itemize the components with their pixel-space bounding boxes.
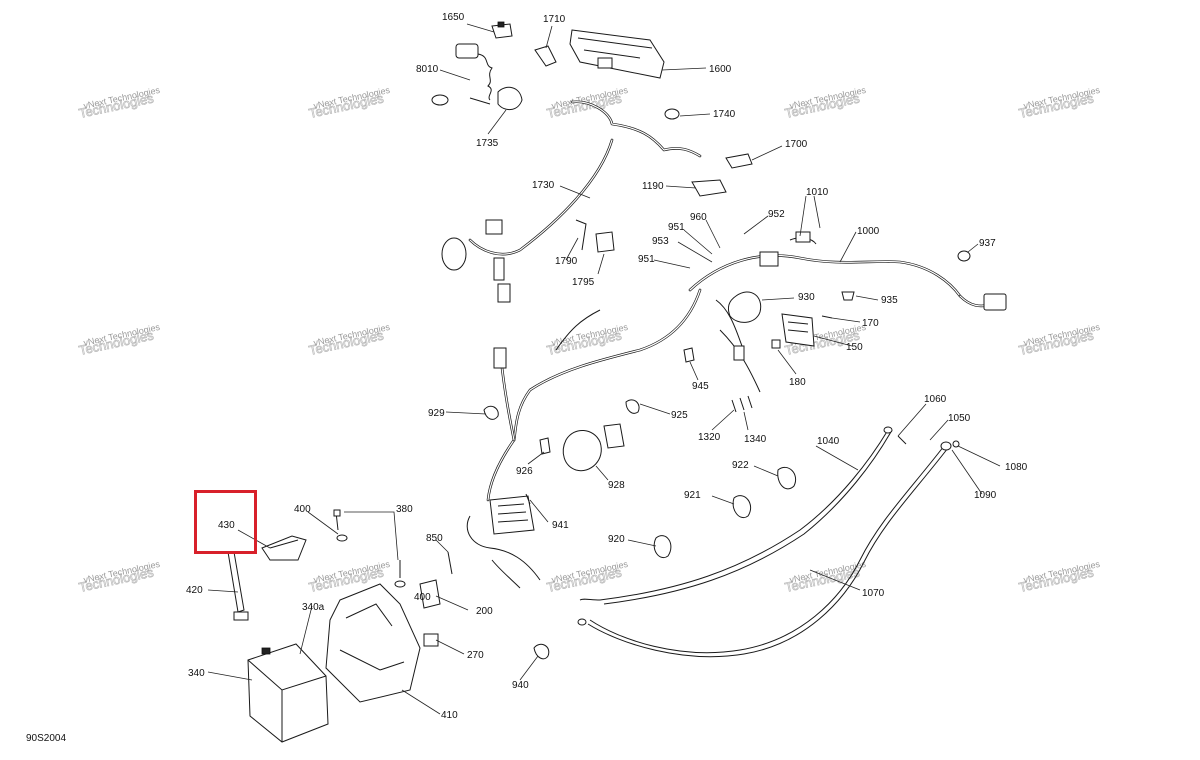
callout-1710: 1710 (543, 14, 566, 25)
callout-8010: 8010 (416, 64, 439, 75)
callout-1010: 1010 (806, 187, 829, 198)
callout-930: 930 (798, 292, 815, 303)
callout-1740: 1740 (713, 109, 736, 120)
callout-1090: 1090 (974, 490, 997, 501)
callout-1700: 1700 (785, 139, 808, 150)
callout-940: 940 (512, 680, 529, 691)
callout-960: 960 (690, 212, 707, 223)
leader-lines (207, 23, 1001, 715)
callout-1190: 1190 (642, 181, 664, 192)
callout-926: 926 (516, 466, 533, 477)
callout-937: 937 (979, 238, 996, 249)
callout-410: 410 (441, 710, 458, 721)
callout-1040: 1040 (817, 436, 840, 447)
callout-labels: 1650 1710 8010 1600 1735 1740 1700 1730 … (186, 12, 1028, 721)
callout-952: 952 (768, 209, 785, 220)
callout-200: 200 (476, 606, 493, 617)
callout-1340: 1340 (744, 434, 767, 445)
callout-420: 420 (186, 585, 203, 596)
callout-170: 170 (862, 318, 879, 329)
callout-430: 430 (218, 520, 235, 531)
callout-929: 929 (428, 408, 445, 419)
callout-1080: 1080 (1005, 462, 1028, 473)
callout-1650: 1650 (442, 12, 465, 23)
callout-935: 935 (881, 295, 898, 306)
callout-850: 850 (426, 533, 443, 544)
callout-380: 380 (396, 504, 413, 515)
callout-1735: 1735 (476, 138, 499, 149)
callout-150: 150 (846, 342, 863, 353)
callout-953: 953 (652, 236, 669, 247)
callout-922: 922 (732, 460, 749, 471)
parts (227, 21, 1007, 743)
callout-180: 180 (789, 377, 806, 388)
callout-951-upper: 951 (668, 222, 685, 233)
callout-1050: 1050 (948, 413, 971, 424)
callout-951-lower: 951 (638, 254, 655, 265)
callout-1060: 1060 (924, 394, 947, 405)
callout-400-lower: 400 (414, 592, 431, 603)
callout-1070: 1070 (862, 588, 885, 599)
callout-945: 945 (692, 381, 709, 392)
callout-1600: 1600 (709, 64, 732, 75)
callout-1000: 1000 (857, 226, 880, 237)
callout-925: 925 (671, 410, 688, 421)
callout-941: 941 (552, 520, 569, 531)
callout-920: 920 (608, 534, 625, 545)
callout-1320: 1320 (698, 432, 721, 443)
callout-340a: 340a (302, 602, 325, 613)
callout-270: 270 (467, 650, 484, 661)
part-430-highlight-box (194, 490, 257, 554)
callout-1730: 1730 (532, 180, 555, 191)
callout-1795: 1795 (572, 277, 595, 288)
drawing-code: 90S2004 (26, 733, 67, 744)
callout-921: 921 (684, 490, 701, 501)
callout-928: 928 (608, 480, 625, 491)
callout-1790: 1790 (555, 256, 578, 267)
callout-340: 340 (188, 668, 205, 679)
callout-400-upper: 400 (294, 504, 311, 515)
